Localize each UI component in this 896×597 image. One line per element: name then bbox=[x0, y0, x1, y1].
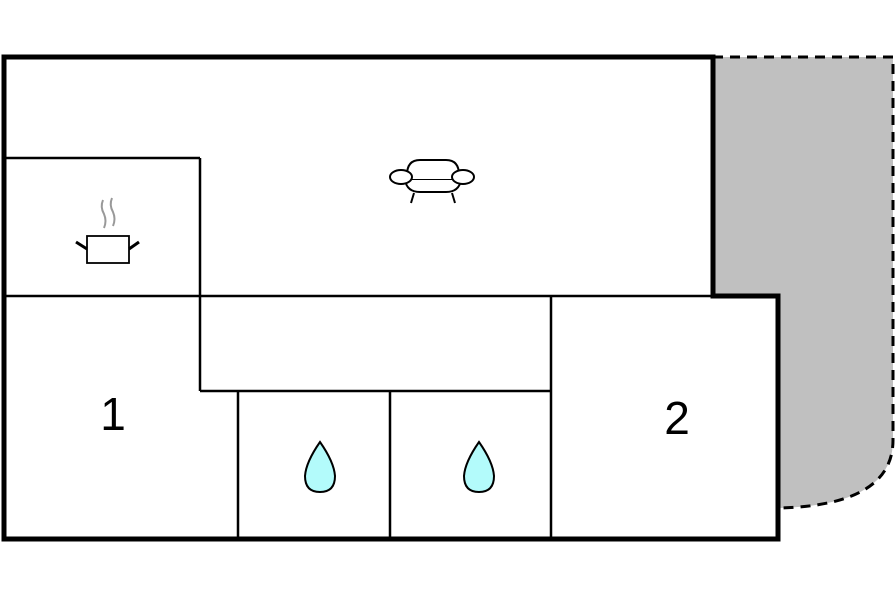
cooking-pot-icon bbox=[75, 197, 140, 264]
exterior-walls bbox=[1, 54, 781, 542]
terrace-area bbox=[713, 57, 893, 508]
bedroom-1-label: 1 bbox=[100, 388, 126, 440]
terrace-dashed-outline bbox=[713, 55, 895, 510]
bedroom-2-label: 2 bbox=[664, 392, 690, 444]
interior-fill bbox=[4, 57, 778, 539]
water-drop-icon bbox=[303, 440, 337, 494]
water-drop-icon bbox=[462, 440, 496, 494]
sofa-icon bbox=[389, 159, 475, 204]
interior-walls bbox=[4, 156, 713, 539]
